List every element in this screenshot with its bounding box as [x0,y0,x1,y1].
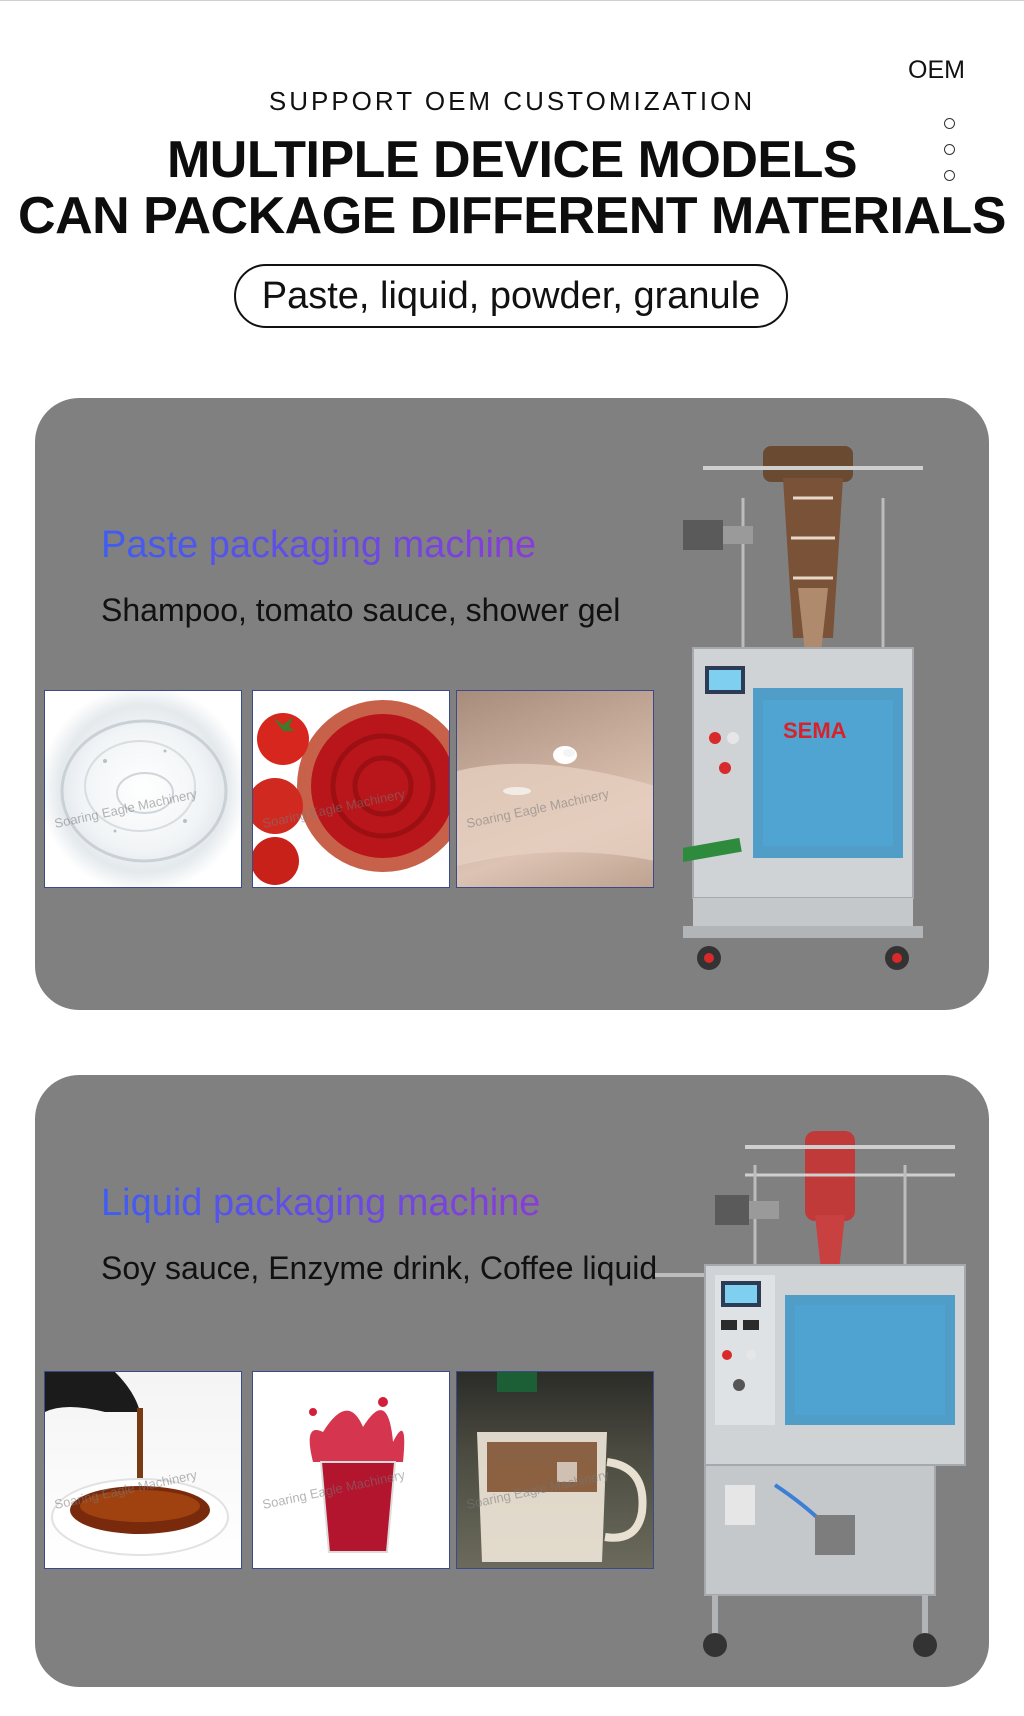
headline-line-1: MULTIPLE DEVICE MODELS [166,131,858,189]
eyebrow-text: SUPPORT OEM CUSTOMIZATION [268,86,756,116]
liquid-packaging-machine-illustration [655,1131,966,1657]
shampoo-gel-photo: Soaring Eagle Machinery [44,690,242,888]
section-title: Paste packaging machine [101,524,537,566]
gel-blob-icon [60,719,228,863]
enzyme-drink-photo: Soaring Eagle Machinery [252,1371,450,1569]
section-subtitle: Shampoo, tomato sauce, shower gel [101,592,621,628]
iced-coffee-icon [477,1372,647,1562]
soy-sauce-photo: Soaring Eagle Machinery [44,1371,242,1569]
hand-cream-icon [457,746,653,866]
tomato-sauce-photo: Soaring Eagle Machinery [252,690,450,888]
section-subtitle: Soy sauce, Enzyme drink, Coffee liquid [101,1250,658,1286]
pagination-dots [944,118,955,196]
pagination-dot[interactable] [944,118,955,129]
page-headline: MULTIPLE DEVICE MODELS CAN PACKAGE DIFFE… [0,132,1024,244]
splash-glass-icon [309,1397,405,1553]
tomato-bowl-icon [253,700,449,885]
headline-line-2: CAN PACKAGE DIFFERENT MATERIALS [18,187,1006,245]
shower-gel-photo: Soaring Eagle Machinery [456,690,654,888]
section-title: Liquid packaging machine [101,1182,541,1224]
materials-pill: Paste, liquid, powder, granule [234,264,788,328]
pagination-dot[interactable] [944,144,955,155]
top-divider [0,0,1024,1]
soy-bowl-icon [45,1372,229,1556]
paste-machine-panel: Paste packaging machine Shampoo, tomato … [35,398,989,1010]
oem-label: OEM [908,56,965,84]
liquid-machine-panel: Liquid packaging machine Soy sauce, Enzy… [35,1075,989,1687]
pagination-dot[interactable] [944,170,955,181]
paste-packaging-machine-illustration: SEMA [683,446,923,970]
machine-badge: SEMA [783,718,847,743]
coffee-liquid-photo: Soaring Eagle Machinery [456,1371,654,1569]
